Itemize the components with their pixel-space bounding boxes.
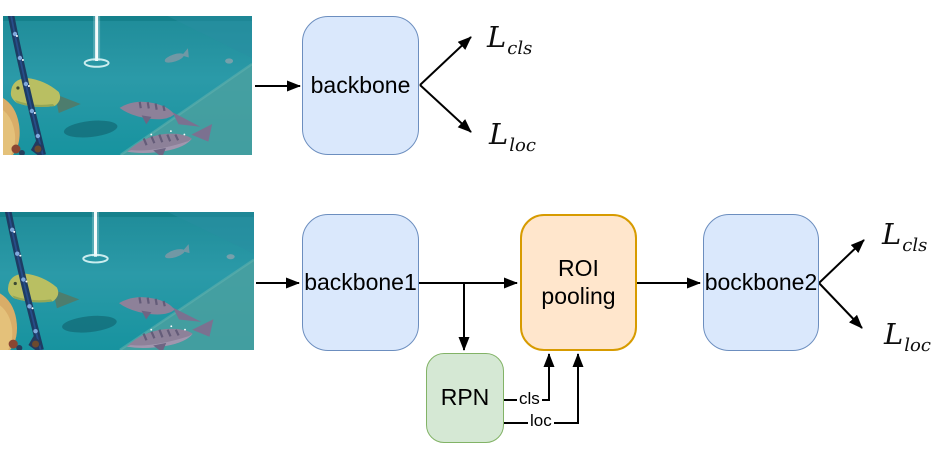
loss-loc-label-stage1: Lloc — [489, 117, 536, 156]
backbone2-label: bockbone2 — [704, 268, 818, 295]
backbone-node: backbone — [302, 16, 419, 155]
backbone2-node: bockbone2 — [703, 214, 819, 351]
rpn-cls-output-label: cls — [517, 389, 542, 408]
arrow-backbone-to-lcls — [419, 36, 472, 86]
backbone1-label: backbone1 — [304, 268, 417, 295]
loss-cls-label-stage2: Lcls — [882, 217, 928, 256]
arrow-backbone-to-lloc — [419, 84, 472, 133]
rpn-label: RPN — [440, 384, 490, 411]
roi-label-line1: ROI — [558, 254, 599, 281]
arrow-backbone2-to-lcls — [818, 239, 865, 284]
backbone1-node: backbone1 — [302, 214, 419, 351]
rpn-loc-output-label: loc — [528, 411, 554, 430]
arrow-backbone2-to-lloc — [818, 282, 863, 329]
backbone-label: backbone — [310, 71, 411, 98]
roi-pooling-node: ROI pooling — [520, 214, 637, 351]
roi-label-line2: pooling — [541, 282, 616, 309]
rpn-node: RPN — [426, 353, 504, 443]
loss-loc-label-stage2: Lloc — [884, 317, 931, 356]
loss-cls-label-stage1: Lcls — [487, 20, 533, 59]
